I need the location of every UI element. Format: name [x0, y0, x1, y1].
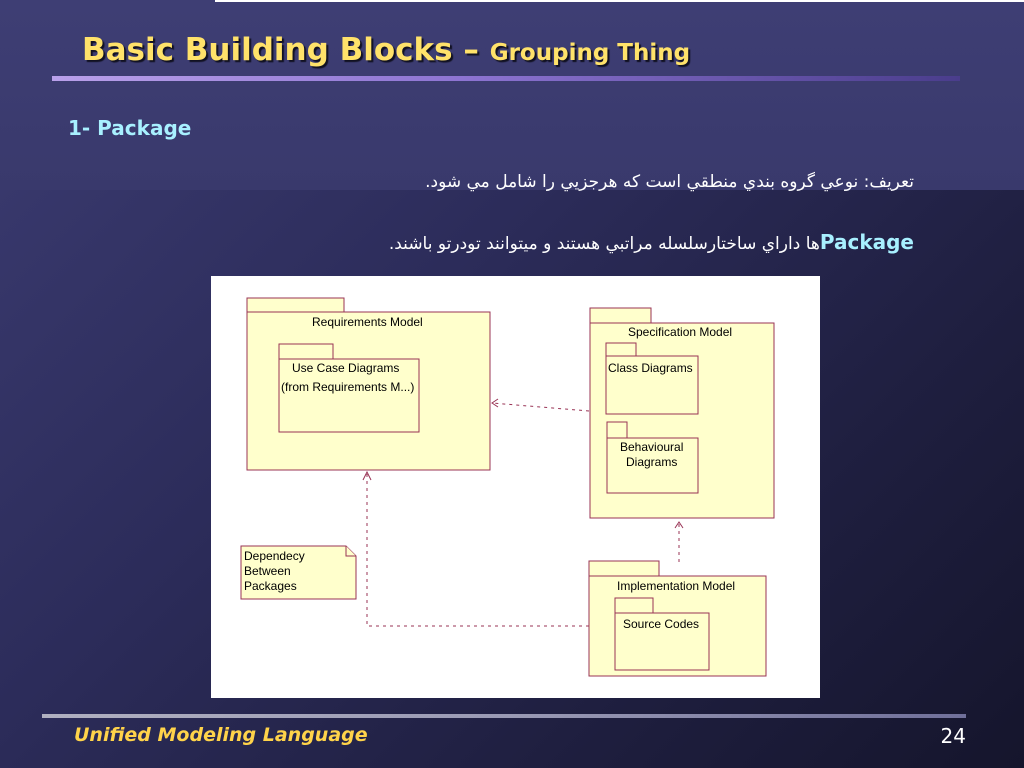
note-line2: Between — [244, 564, 291, 578]
package-label-specification: Specification Model — [628, 325, 732, 339]
note-dependency-between-packages: Dependecy Between Packages — [240, 545, 357, 600]
package-description: Packageها داراي ساختارسلسله مراتبي هستند… — [389, 230, 914, 254]
package-sentence: ها داراي ساختارسلسله مراتبي هستند و ميتو… — [388, 234, 820, 254]
uml-package-diagram: Requirements Model Use Case Diagrams (fr… — [211, 276, 820, 698]
note-line3: Packages — [244, 579, 297, 593]
package-use-case-diagrams: Use Case Diagrams (from Requirements M..… — [278, 343, 420, 433]
package-source-codes: Source Codes — [614, 597, 710, 671]
package-label-requirements: Requirements Model — [312, 315, 423, 329]
page-number: 24 — [940, 724, 966, 748]
note-line1: Dependecy — [244, 549, 305, 563]
dependency-arrowhead-requirements — [491, 398, 499, 408]
dependency-arrowhead-specification — [674, 521, 684, 529]
slide-title-sub: Grouping Thing — [489, 40, 691, 66]
dependency-arrowhead-requirements-bottom — [362, 470, 372, 481]
footer-title: Unified Modeling Language — [74, 724, 368, 746]
package-label-behavioural-line2: Diagrams — [626, 455, 677, 469]
slide-title-main: Basic Building Blocks – — [82, 32, 490, 68]
package-label-behavioural-line1: Behavioural — [620, 440, 683, 454]
footer-rule — [42, 714, 966, 718]
package-label-class-diagrams: Class Diagrams — [608, 361, 693, 375]
title-underline — [52, 76, 960, 81]
dependency-implementation-to-requirements — [366, 472, 589, 627]
package-class-diagrams: Class Diagrams — [605, 342, 699, 415]
package-label-use-case-line1: Use Case Diagrams — [292, 361, 399, 375]
package-behavioural-diagrams: Behavioural Diagrams — [606, 421, 699, 494]
package-keyword: Package — [819, 230, 914, 254]
header-strip — [0, 0, 1024, 190]
package-label-use-case-line2: (from Requirements M...) — [281, 380, 414, 394]
package-label-source-codes: Source Codes — [623, 617, 699, 631]
package-label-implementation: Implementation Model — [617, 579, 735, 593]
dependency-specification-to-requirements — [491, 402, 590, 412]
slide-title: Basic Building Blocks – Grouping Thing — [82, 30, 690, 68]
definition-text: تعريف: نوعي گروه بندي منطقي است كه هرجزي… — [425, 172, 914, 192]
section-heading: 1- Package — [68, 116, 192, 140]
